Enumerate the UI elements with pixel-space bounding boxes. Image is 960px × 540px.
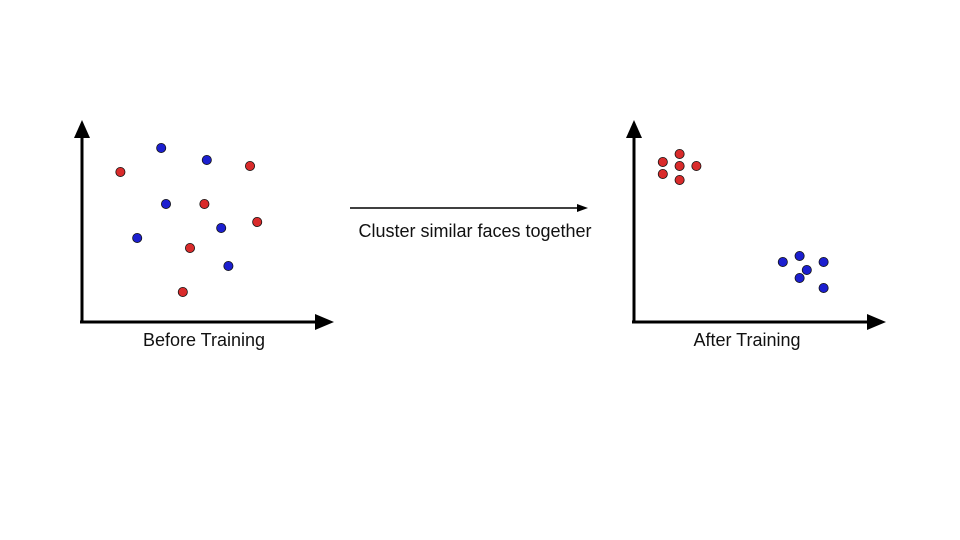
after-plot [626, 120, 886, 330]
after-point-red [674, 174, 685, 185]
after-point-blue [794, 272, 805, 283]
after-point-red [691, 160, 702, 171]
after-point-red [674, 160, 685, 171]
before-point-red [252, 216, 263, 227]
before-plot [74, 120, 334, 330]
before-point-red [177, 286, 188, 297]
before-point-red [184, 242, 195, 253]
before-y-axis-arrowhead [74, 120, 90, 138]
after-point-blue [801, 264, 812, 275]
before-point-red [115, 166, 126, 177]
before-point-blue [216, 222, 227, 233]
after-training-caption: After Training [693, 330, 801, 350]
after-x-axis-arrowhead [867, 314, 886, 330]
after-point-blue [818, 256, 829, 267]
before-training-caption: Before Training [142, 330, 266, 350]
after-point-red [657, 168, 668, 179]
after-point-blue [794, 250, 805, 261]
after-y-axis-arrowhead [626, 120, 642, 138]
before-point-red [244, 160, 255, 171]
after-point-red [657, 156, 668, 167]
before-x-axis-arrowhead [315, 314, 334, 330]
transition-label: Cluster similar faces together [358, 221, 592, 241]
before-point-red [199, 198, 210, 209]
before-scatter-points [115, 142, 263, 297]
before-point-blue [223, 260, 234, 271]
before-point-blue [160, 198, 171, 209]
after-point-red [674, 148, 685, 159]
before-point-blue [201, 154, 212, 165]
after-point-blue [777, 256, 788, 267]
transition-arrow-head [577, 204, 588, 212]
before-point-blue [132, 232, 143, 243]
after-scatter-points [657, 148, 829, 293]
before-point-blue [156, 142, 167, 153]
transition-arrow [350, 204, 588, 212]
after-point-blue [818, 282, 829, 293]
